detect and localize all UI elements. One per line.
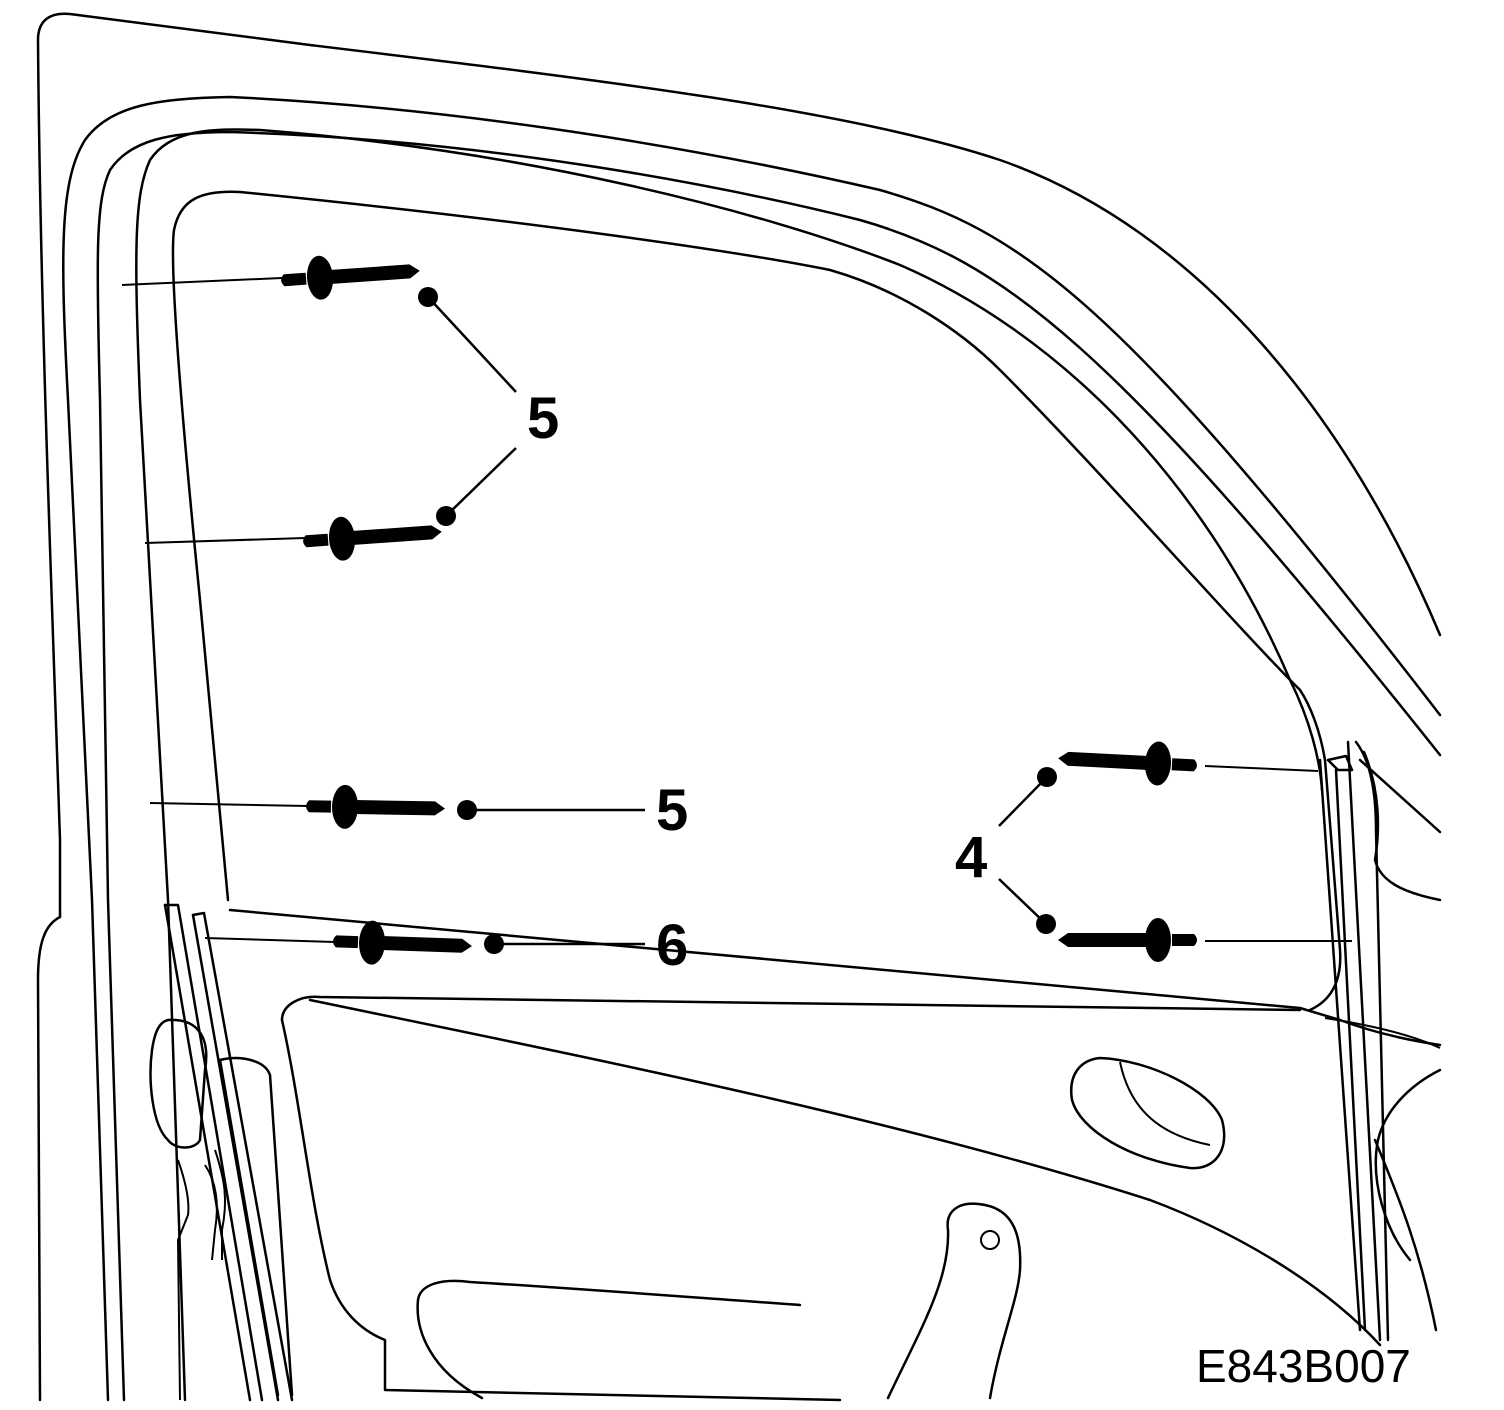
leader-line [998,776,1048,827]
callout-middle-rivet: 5 [656,778,688,843]
rivet-icon [301,509,444,564]
rivet-axis-line [204,937,336,943]
callout-lower-rivet: 6 [656,913,688,978]
rivet-axis-line [1204,765,1319,772]
rivet-icon [1056,736,1199,788]
rivet-icon [279,248,422,303]
rivet-axis-line [149,802,309,807]
rivet-axis-line [121,277,283,286]
callout-right-rivets: 4 [955,825,987,890]
rivet-icon [305,784,446,831]
callout-upper-rivets: 5 [527,386,559,451]
figure-code: E843B007 [1196,1340,1411,1392]
rivet-icon [1058,918,1197,962]
leader-line [998,878,1047,925]
leader-line [427,296,517,393]
rivet-axis-line [144,537,306,544]
door-frame-drawing [36,12,1442,1402]
leader-line [445,447,517,517]
